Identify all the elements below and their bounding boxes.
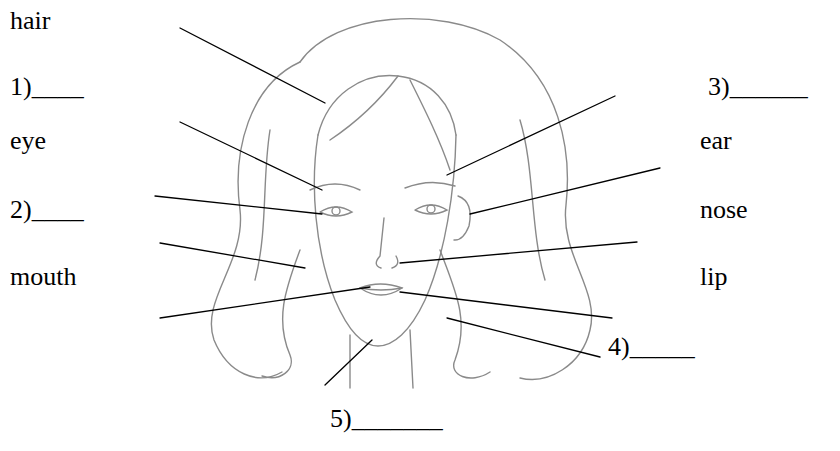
part-label: lip [700, 262, 727, 292]
leader-lines [155, 28, 660, 385]
leader-line [447, 318, 600, 357]
leader-line [470, 168, 660, 214]
part-label: nose [700, 195, 748, 225]
leader-line [447, 96, 615, 175]
leader-line [325, 340, 372, 385]
part-label: eye [10, 126, 46, 156]
part-label: 5)_______ [330, 404, 443, 434]
leader-line [180, 122, 322, 190]
leader-line [400, 292, 612, 318]
leader-line [160, 287, 370, 318]
leader-line [160, 243, 305, 268]
part-label: 1)____ [10, 72, 84, 102]
leader-line [155, 196, 322, 214]
part-label: mouth [10, 262, 76, 292]
leader-line [400, 242, 637, 263]
part-label: ear [700, 126, 732, 156]
part-label: 3)______ [708, 72, 808, 102]
part-label: 2)____ [10, 195, 84, 225]
part-label: hair [10, 6, 50, 36]
part-label: 4)_____ [608, 332, 695, 362]
leader-line [180, 28, 325, 103]
